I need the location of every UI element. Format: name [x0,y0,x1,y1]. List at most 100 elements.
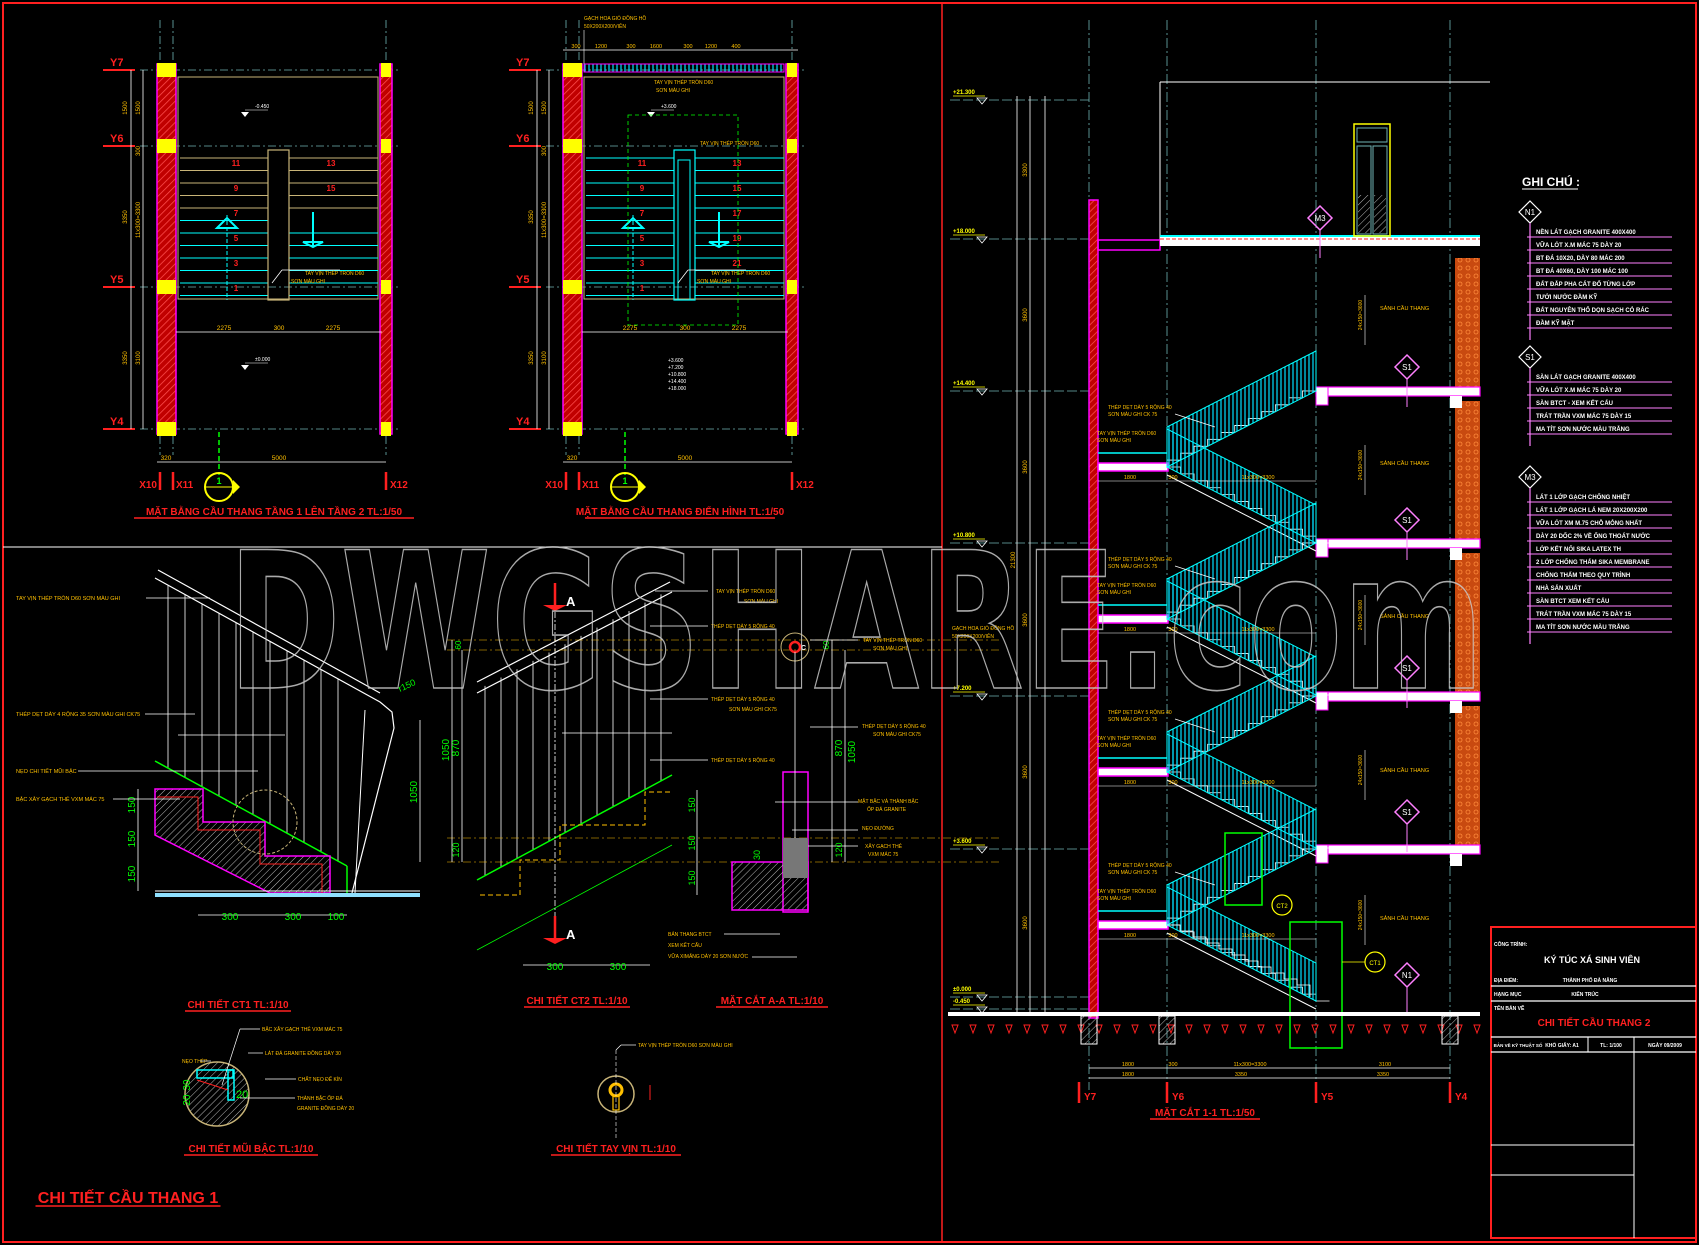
callout-label: SƠN MÀU GHI CK 75 [1108,563,1158,570]
callout-label: ỐP ĐÁ GRANITE [867,806,907,813]
callout-label: TAY VỊN THÉP TRÒN D60 SƠN MÀU GHI [638,1042,733,1049]
soil-hatch-icon [1293,1024,1301,1035]
level-text: +7.200 [953,686,972,692]
leader [1174,413,1216,428]
level-text: +18.000 [668,386,686,392]
column [381,422,391,436]
handrail-title: CHI TIẾT TAY VỊN TL:1/10 [556,1142,676,1155]
section-number: 1 [622,476,627,486]
finish-marker-label: N1 [1402,971,1413,980]
up-arrow-icon [214,216,240,229]
soil-hatch-icon [1401,1024,1409,1035]
section-arrow-icon [639,480,646,494]
dim-text: 300 [610,962,627,973]
callout-label: NẸO THÉP [182,1058,208,1065]
note-item: DÀY 20 DỐC 2% VỀ ỐNG THOÁT NƯỚC [1536,532,1651,540]
callout-label: THÉP DẸT DÀY 5 RỘNG 40 [1108,556,1172,563]
axis-label-y: Y5 [110,274,123,286]
field-label: HẠNG MỤC [1494,992,1522,998]
callout-label: VXM MÁC 75 [868,851,899,858]
beam [1450,854,1462,866]
dim-text: 1050 [847,740,858,763]
vent-note: GẠCH HOA GIÓ ĐỒNG HỒ [584,15,646,22]
level-marker-icon [976,693,988,701]
flight-soffit [1166,932,1317,1010]
dim-text: 3350 [123,351,129,365]
step-number: 13 [327,159,336,168]
door-transom [1356,127,1388,143]
room-label: SẢNH CẦU THANG [1380,305,1429,312]
floor-line [155,893,420,897]
step-number: 15 [327,184,336,193]
soil-hatch-icon [1221,1024,1229,1035]
plan-title: MẶT BẰNG CẦU THANG TẦNG 1 LÊN TẦNG 2 TL:… [146,505,403,518]
paper-size: KHỔ GIẤY: A1 [1545,1042,1579,1049]
granite-tread [196,1069,234,1079]
note-item: MA TÍT SƠN NƯỚC MÀU TRẮNG [1536,425,1630,433]
dim-text: 3100 [136,351,142,365]
foundation [1441,1015,1459,1045]
dim-text: 300 [1168,933,1177,939]
column [787,139,797,153]
room-label: SẢNH CẦU THANG [1380,613,1429,620]
step-number: 5 [234,234,239,243]
dim-text: 2275 [623,325,638,332]
dim-text: 1800 [1124,627,1136,633]
vent-brick-column [1455,706,1480,846]
foundation [1080,1015,1098,1045]
handrail-post [354,709,366,894]
soil-hatch-icon [1347,1024,1355,1035]
handrail-note: TAY VỊN THÉP TRÒN D60 [700,140,759,147]
soil-hatch-icon [1185,1024,1193,1035]
step-number: 3 [640,259,645,268]
finish-tag-label: M3 [1524,473,1536,482]
callout-label: THÉP DẸT DÀY 5 RỘNG 40 [711,757,775,764]
dim-text: 1600 [650,44,662,50]
leader [677,269,689,284]
beam [1315,691,1329,711]
dim-text: 2275 [217,325,232,332]
soil-hatch-icon [951,1024,959,1035]
finish-marker-label: M3 [1314,214,1326,223]
step-number: 11 [232,159,241,168]
dim-text: 11x300=3300 [1233,1062,1266,1068]
cut-label: A [566,927,576,942]
dim-text: 300 [274,325,285,332]
dim-text: 11x300=3300 [1241,780,1274,786]
stair-well-outline [177,76,379,300]
vent-brick-column [1455,258,1480,388]
dim-text: 1500 [529,101,535,115]
level-text: -0.450 [255,104,269,110]
step-number: 1 [640,284,645,293]
callout-label: NẸO ĐƯỜNG [862,825,894,832]
leader [221,1028,241,1086]
callout-label: SƠN MÀU GHI [1097,437,1131,444]
level-marker-icon [976,994,988,1002]
dim-text: 30 [752,850,762,860]
tread-block [783,838,808,878]
dim-text: 1200 [595,44,607,50]
dim-text: 3100 [542,351,548,365]
note-item: VỮA LÓT XM M.75 CHỖ MỎNG NHẤT [1536,519,1642,527]
axis-label-y: Y7 [110,57,123,69]
title-block-border [1490,926,1697,1239]
stair-well-outline [583,76,785,300]
callout-label: SƠN MÀU GHI CK75 [873,731,921,738]
soil-hatch-icon [1059,1024,1067,1035]
finish-tag-label: N1 [1525,208,1536,217]
dim-text: 1800 [1124,780,1136,786]
vent-brick-column [1455,553,1480,693]
handrail-top [476,581,671,683]
dim-text: 300 [285,912,302,923]
soil-hatch-icon [1419,1024,1427,1035]
level-text: ±0.000 [255,357,270,363]
dim-text: 3350 [1235,1072,1247,1078]
soil-hatch-icon [1275,1024,1283,1035]
axis-label: Y5 [1321,1092,1334,1103]
callout-label: THÀNH BẬC ỐP ĐÁ [297,1095,343,1102]
step-number: 5 [640,234,645,243]
soil-hatch-icon [969,1024,977,1035]
